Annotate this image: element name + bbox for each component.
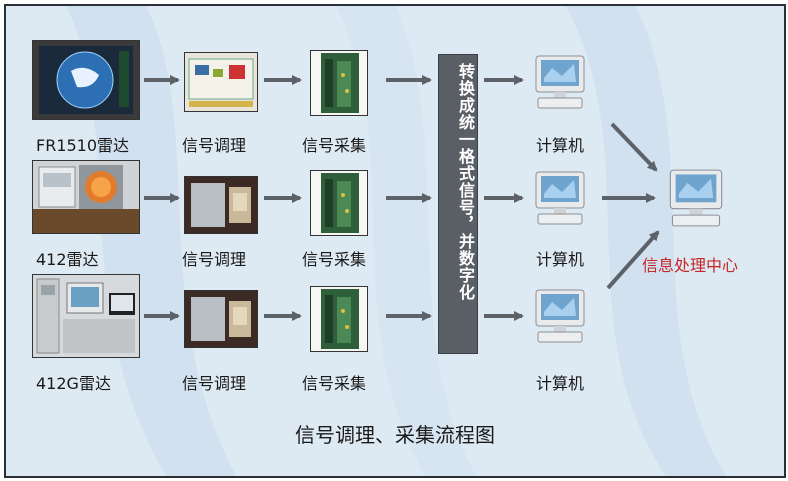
diagram-caption: 信号调理、采集流程图 xyxy=(6,419,784,448)
arrow-diagonal-down xyxy=(612,124,656,170)
arrow-diagonal-up xyxy=(608,232,658,288)
diagram-frame: FR1510雷达 信号调理 信号采集 412雷达 xyxy=(4,4,786,478)
flow-arrows xyxy=(6,6,784,476)
